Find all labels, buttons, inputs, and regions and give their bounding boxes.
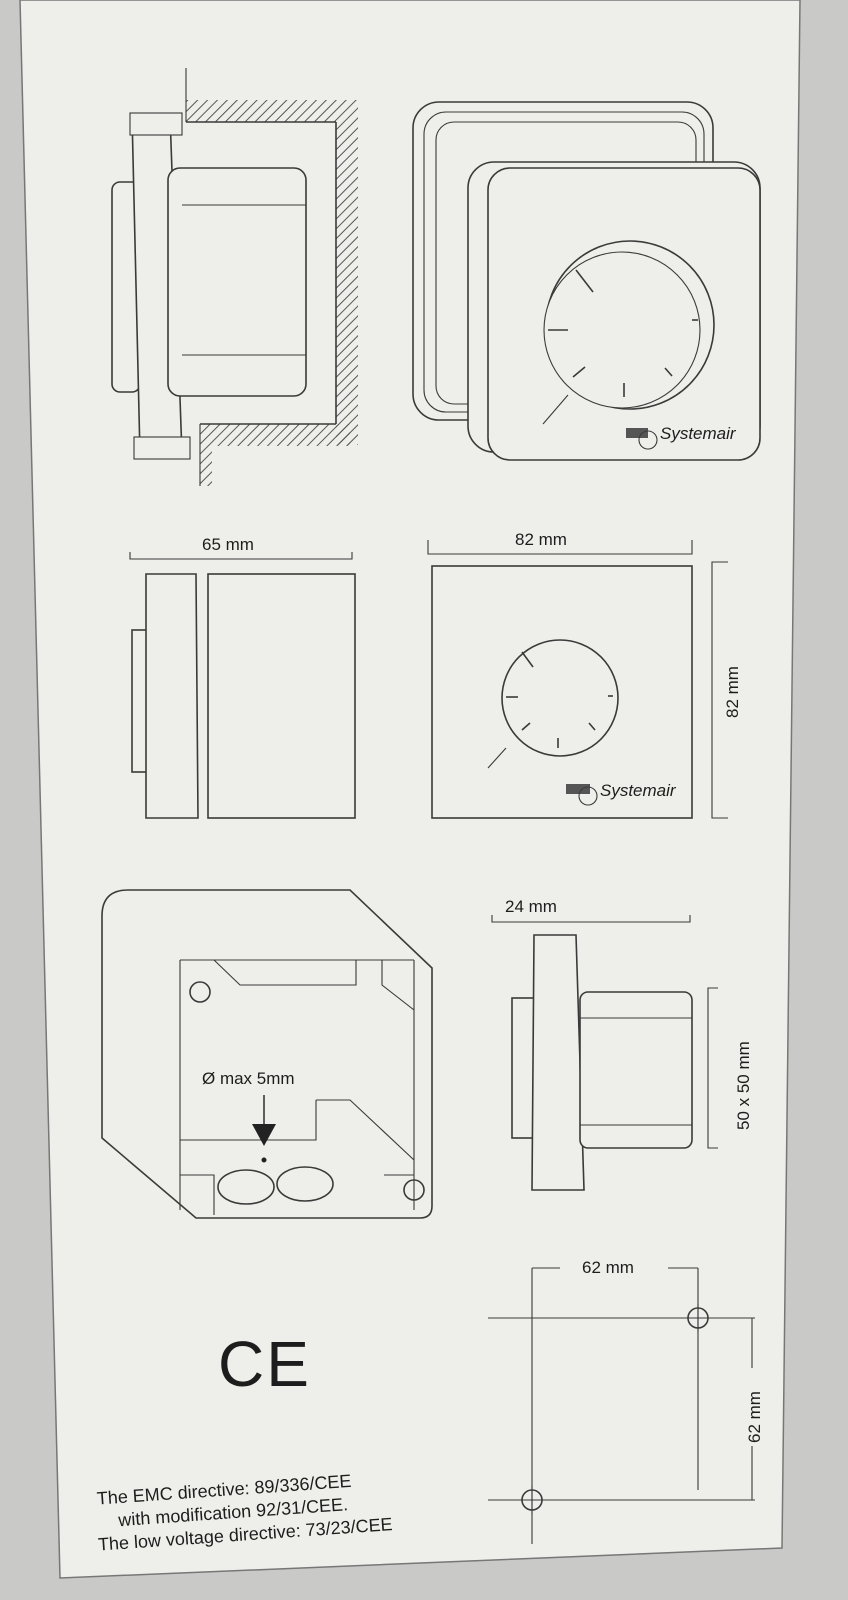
wall-box-view: Ø max 5mm (101, 889, 433, 1219)
dim-50x50mm: 50 x 50 mm (734, 1041, 753, 1130)
hole-spacing-view: 62 mm 62 mm (488, 1258, 764, 1544)
arrow-down-icon (252, 1124, 276, 1146)
brand-label-top: Systemair (660, 424, 737, 443)
dim-62mm-vertical: 62 mm (745, 1391, 764, 1443)
systemair-logo-icon (626, 428, 648, 438)
dim-65mm: 65 mm (202, 535, 254, 554)
box-depth-view: 24 mm 50 x 50 mm (491, 897, 753, 1191)
dim-62mm-horizontal: 62 mm (582, 1258, 634, 1277)
dim-24mm: 24 mm (505, 897, 557, 916)
ce-mark: CE (218, 1328, 311, 1400)
dim-82mm-height: 82 mm (723, 666, 742, 718)
side-mount-view (111, 68, 358, 486)
systemair-logo-icon (566, 784, 590, 794)
side-dimension-view: 65 mm (129, 535, 356, 819)
hole-diameter-note: Ø max 5mm (202, 1069, 295, 1088)
front-dimension-view: 82 mm Systemair 82 mm (427, 530, 742, 819)
brand-label-front: Systemair (600, 781, 677, 800)
perspective-front-view: Systemair (412, 101, 761, 461)
dim-82mm-width: 82 mm (515, 530, 567, 549)
